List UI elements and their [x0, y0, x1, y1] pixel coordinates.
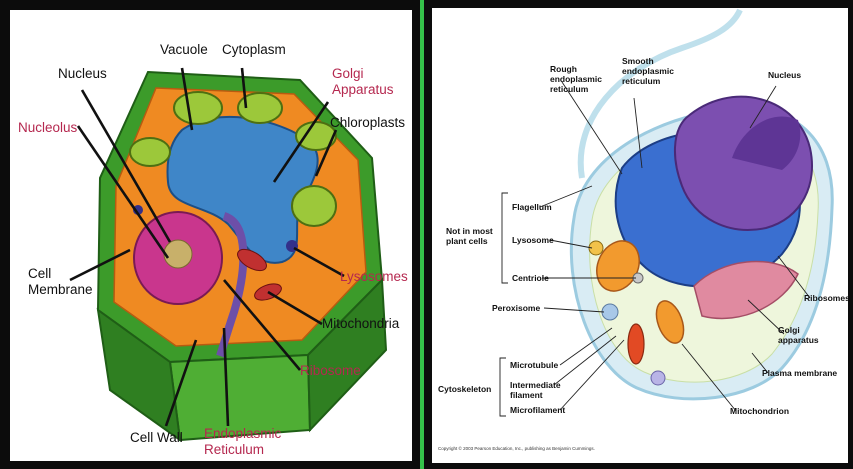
- label-centriole: Centriole: [512, 273, 549, 283]
- label-vacuole: Vacuole: [160, 42, 208, 57]
- peroxisome-shape: [602, 304, 618, 320]
- label-microfilament: Microfilament: [510, 405, 565, 415]
- not-in-most-bracket: [502, 193, 508, 283]
- label-microtubule: Microtubule: [510, 360, 558, 370]
- label-ribosomes: Ribosomes: [804, 293, 848, 303]
- cytoskeleton-bracket: [500, 358, 506, 416]
- rough-er-leader: [562, 82, 622, 174]
- label-flagellum: Flagellum: [512, 202, 552, 212]
- chloroplast: [130, 138, 170, 166]
- label-lysosomes: Lysosomes: [340, 269, 408, 284]
- microfilament-leader: [560, 340, 624, 410]
- label-chloroplasts: Chloroplasts: [330, 115, 405, 130]
- label-mitochondria: Mitochondria: [322, 316, 400, 331]
- label-cell-wall: Cell Wall: [130, 430, 183, 445]
- label-cytoskeleton: Cytoskeleton: [438, 384, 491, 394]
- label-plasma-membrane: Plasma membrane: [762, 368, 837, 378]
- label-cytoplasm: Cytoplasm: [222, 42, 286, 57]
- vesicle: [651, 371, 665, 385]
- copyright-text: Copyright © 2003 Pearson Education, Inc.…: [438, 445, 595, 451]
- label-nucleus: Nucleus: [58, 66, 107, 81]
- label-ribosome: Ribosome: [300, 363, 361, 378]
- label-mitochondrion: Mitochondrion: [730, 406, 789, 416]
- chloroplast: [292, 186, 336, 226]
- mitochondrion: [628, 324, 644, 364]
- label-peroxisome: Peroxisome: [492, 303, 540, 313]
- label-nucleus: Nucleus: [768, 70, 801, 80]
- nucleolus-shape: [164, 240, 192, 268]
- label-nucleolus: Nucleolus: [18, 120, 78, 135]
- chloroplast: [174, 92, 222, 124]
- label-lysosome: Lysosome: [512, 235, 554, 245]
